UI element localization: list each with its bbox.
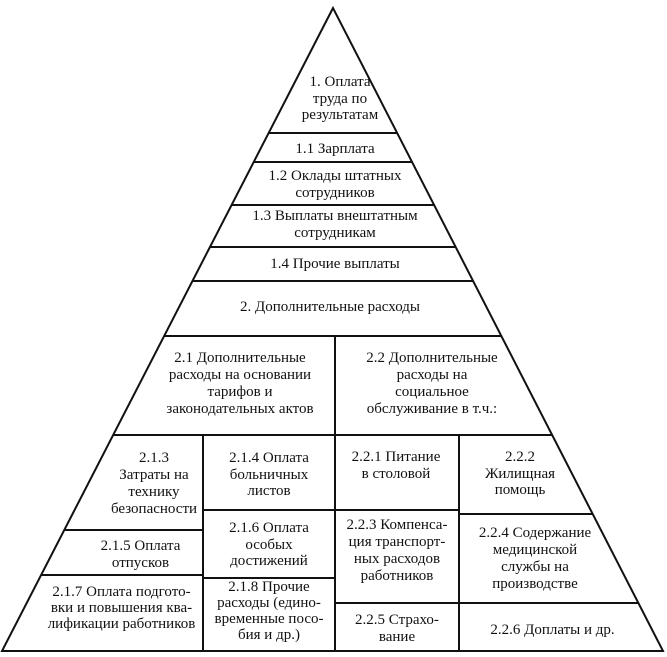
level-2-1-6-label: 2.1.6 Оплата особых достижений <box>229 519 309 570</box>
level-2-label: 2. Дополнительные расходы <box>240 298 420 315</box>
level-2-1-4-label: 2.1.4 Оплата больничных листов <box>229 449 309 500</box>
level-1-label: 1. Оплата труда по результатам <box>301 73 379 124</box>
level-2-2-label: 2.2 Дополнительные расходы на социальное… <box>366 350 498 417</box>
level-2-2-1-label: 2.2.1 Питание в столовой <box>351 449 441 482</box>
level-2-2-2-label: 2.2.2 Жилищная помощь <box>484 448 556 499</box>
level-2-1-label: 2.1 Дополнительные расходы на основании … <box>166 350 314 417</box>
level-2-2-5-label: 2.2.5 Страхо- вание <box>355 612 439 645</box>
level-2-2-4-label: 2.2.4 Содержание медицинской службы на п… <box>478 525 592 592</box>
level-2-2-3-label: 2.2.3 Компенса- ция транспорт- ных расхо… <box>346 517 448 584</box>
level-1-1-label: 1.1 Зарплата <box>295 140 375 157</box>
level-1-2-label: 1.2 Оклады штатных сотрудников <box>268 168 402 201</box>
level-2-1-7-label: 2.1.7 Оплата подгото- вки и повышения кв… <box>47 583 196 633</box>
level-2-2-6-label: 2.2.6 Доплаты и др. <box>490 621 615 638</box>
level-1-4-label: 1.4 Прочие выплаты <box>270 255 400 272</box>
level-2-1-5-label: 2.1.5 Оплата отпусков <box>100 538 181 571</box>
level-2-1-3-label: 2.1.3 Затраты на технику безопасности <box>110 450 198 517</box>
level-2-1-8-label: 2.1.8 Прочие расходы (едино- временные п… <box>214 578 324 644</box>
level-1-3-label: 1.3 Выплаты внештатным сотрудникам <box>252 208 418 241</box>
